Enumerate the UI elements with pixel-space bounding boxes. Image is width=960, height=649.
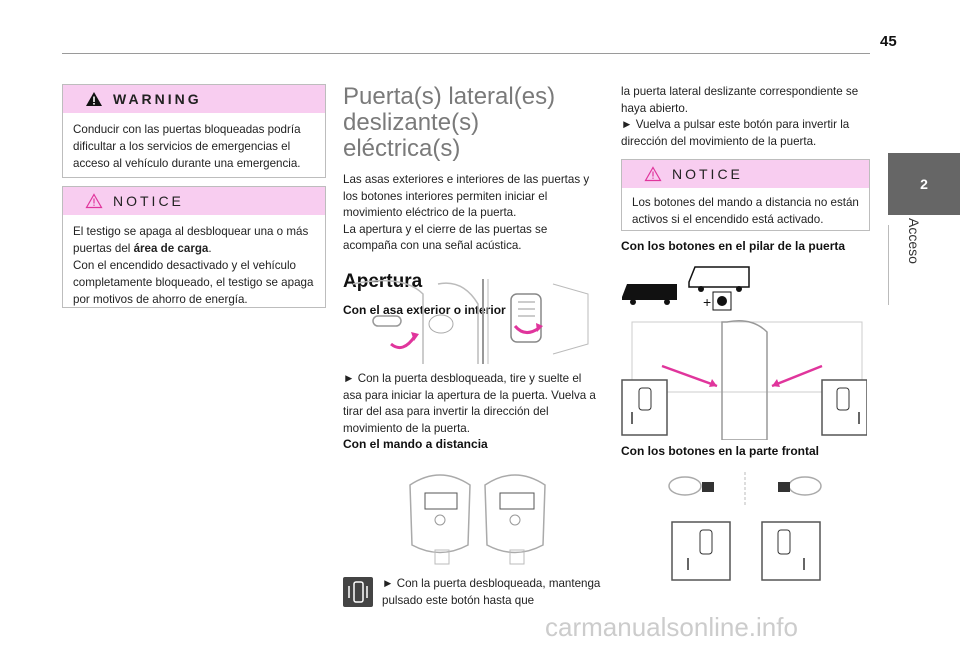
step-remote: ► Con la puerta desbloqueada, mantenga p…	[382, 577, 601, 607]
notice-icon	[85, 193, 103, 209]
notice-box-2: NOTICE Los botones del mando a distancia…	[621, 159, 870, 231]
subheading-remote: Con el mando a distancia	[343, 437, 488, 451]
header-divider	[62, 53, 870, 54]
page-title: Puerta(s) lateral(es) deslizante(s) eléc…	[343, 83, 556, 162]
remote-door-button-icon	[343, 577, 373, 607]
notice-title: NOTICE	[113, 193, 184, 209]
page-number: 45	[880, 33, 897, 50]
notice-title-2: NOTICE	[672, 166, 743, 182]
warning-title: WARNING	[113, 91, 202, 107]
notice-header: NOTICE	[63, 187, 325, 215]
watermark: carmanualsonline.info	[545, 612, 798, 642]
notice-box: NOTICE El testigo se apaga al desbloquea…	[62, 186, 326, 308]
svg-text:+: +	[703, 294, 711, 310]
warning-box: WARNING Conducir con las puertas bloquea…	[62, 84, 326, 178]
warning-text: Conducir con las puertas bloqueadas podr…	[73, 123, 301, 170]
notice-text-bold: área de carga	[133, 242, 209, 255]
notice-icon	[644, 166, 662, 182]
van-icon	[622, 266, 750, 305]
warning-icon	[85, 91, 103, 107]
notice-header-2: NOTICE	[622, 160, 869, 188]
remote-key-illustration	[400, 465, 560, 570]
step-handle: ► Con la puerta desbloqueada, tire y sue…	[343, 372, 596, 435]
notice-text-part: . Con el encendido desactivado y el vehí…	[73, 242, 314, 306]
handle-illustration	[343, 274, 601, 366]
step-remote-continued: la puerta lateral deslizante correspondi…	[621, 85, 859, 148]
main-column: Puerta(s) lateral(es) deslizante(s) eléc…	[343, 84, 603, 317]
warning-header: WARNING	[63, 85, 325, 113]
chapter-label: Acceso	[906, 218, 922, 264]
notice-text-part: El testigo se apaga al desbloquear una o…	[73, 225, 309, 255]
notice-text: El testigo se apaga al desbloquear una o…	[63, 215, 325, 318]
notice-text-2: Los botones del mando a distancia no est…	[632, 196, 859, 226]
subheading-front-buttons: Con los botones en la parte frontal	[621, 444, 820, 458]
intro-paragraph: Las asas exteriores e interiores de las …	[343, 173, 590, 252]
side-divider	[888, 225, 889, 305]
subheading-handle: Con el asa exterior o interior	[343, 302, 506, 317]
chapter-tab[interactable]: 2	[888, 153, 960, 215]
subheading-pillar-buttons: Con los botones en el pilar de la puerta	[621, 239, 846, 253]
pillar-buttons-illustration: +	[617, 262, 867, 440]
front-buttons-illustration	[660, 472, 830, 584]
